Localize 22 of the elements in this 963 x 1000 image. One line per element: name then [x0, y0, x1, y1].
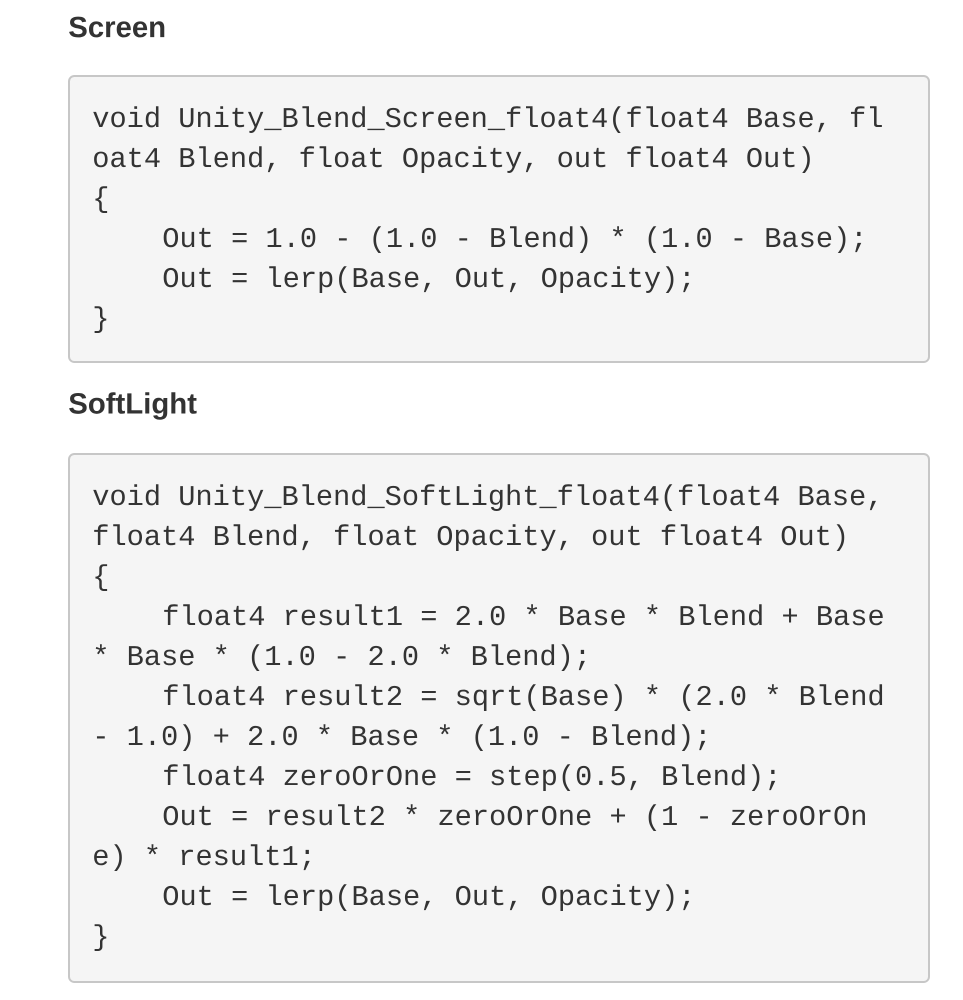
- node-label: float4 Blend, float Opacity, out float4 Out): [94, 524, 844, 551]
- node-label: Out = lerp(Base, Out, Opacity);: [164, 884, 690, 911]
- node-label: e) * result1;: [94, 844, 310, 871]
- code-block: void Unity_Blend_Screen_float4(float4 Base, fl oat4 Blend, float Opacity, out float4 Out) { Out = 1.0 - (1.0 - Blend) * (1.0 - Base); Out = lerp(Base, Out, Opacity); }: [68, 75, 930, 363]
- node-label: * Base * (1.0 - 2.0 * Blend);: [96, 644, 585, 671]
- section-heading: Screen: [69, 16, 164, 38]
- code-block: void Unity_Blend_SoftLight_float4(float4 Base, float4 Blend, float Opacity, out float4 Out) { float4 result1 = 2.0 * Base * Blend + Base * Base * (1.0 - 2.0 * Blend); float4 result2 = sqrt(Base) * (2.0 * Blend - 1.0) + 2.0 * Base * (1.0 - Blend); float4 zeroOrOne = step(0.5, Blend); Out = result2 * zeroOrOne + (1 - zeroOrOn e) * result1; Out = lerp(Base, Out, Opacity); }: [68, 453, 930, 983]
- node-label: void Unity_Blend_Screen_float4(float4 Base, fl: [93, 106, 882, 133]
- section-heading: SoftLight: [69, 392, 197, 420]
- node-label: Out = lerp(Base, Out, Opacity);: [164, 266, 690, 293]
- node-label: void Unity_Blend_SoftLight_float4(float4 Base,: [93, 484, 876, 511]
- node-label: {: [95, 186, 108, 213]
- node-label: }: [94, 306, 106, 333]
- node-label: {: [95, 564, 108, 591]
- node-label: float4 result2 = sqrt(Base) * (2.0 * Blend: [164, 684, 882, 711]
- node-label: Out = result2 * zeroOrOne + (1 - zeroOrOn: [164, 804, 865, 831]
- node-label: Out = 1.0 - (1.0 - Blend) * (1.0 - Base);: [164, 226, 862, 253]
- node-label: }: [94, 924, 106, 951]
- node-label: float4 result1 = 2.0 * Base * Blend + Base: [164, 604, 883, 626]
- node-label: - 1.0) + 2.0 * Base * (1.0 - Blend);: [96, 724, 706, 751]
- node-label: float4 zeroOrOne = step(0.5, Blend);: [164, 764, 776, 791]
- node-label: oat4 Blend, float Opacity, out float4 Out): [94, 146, 810, 173]
